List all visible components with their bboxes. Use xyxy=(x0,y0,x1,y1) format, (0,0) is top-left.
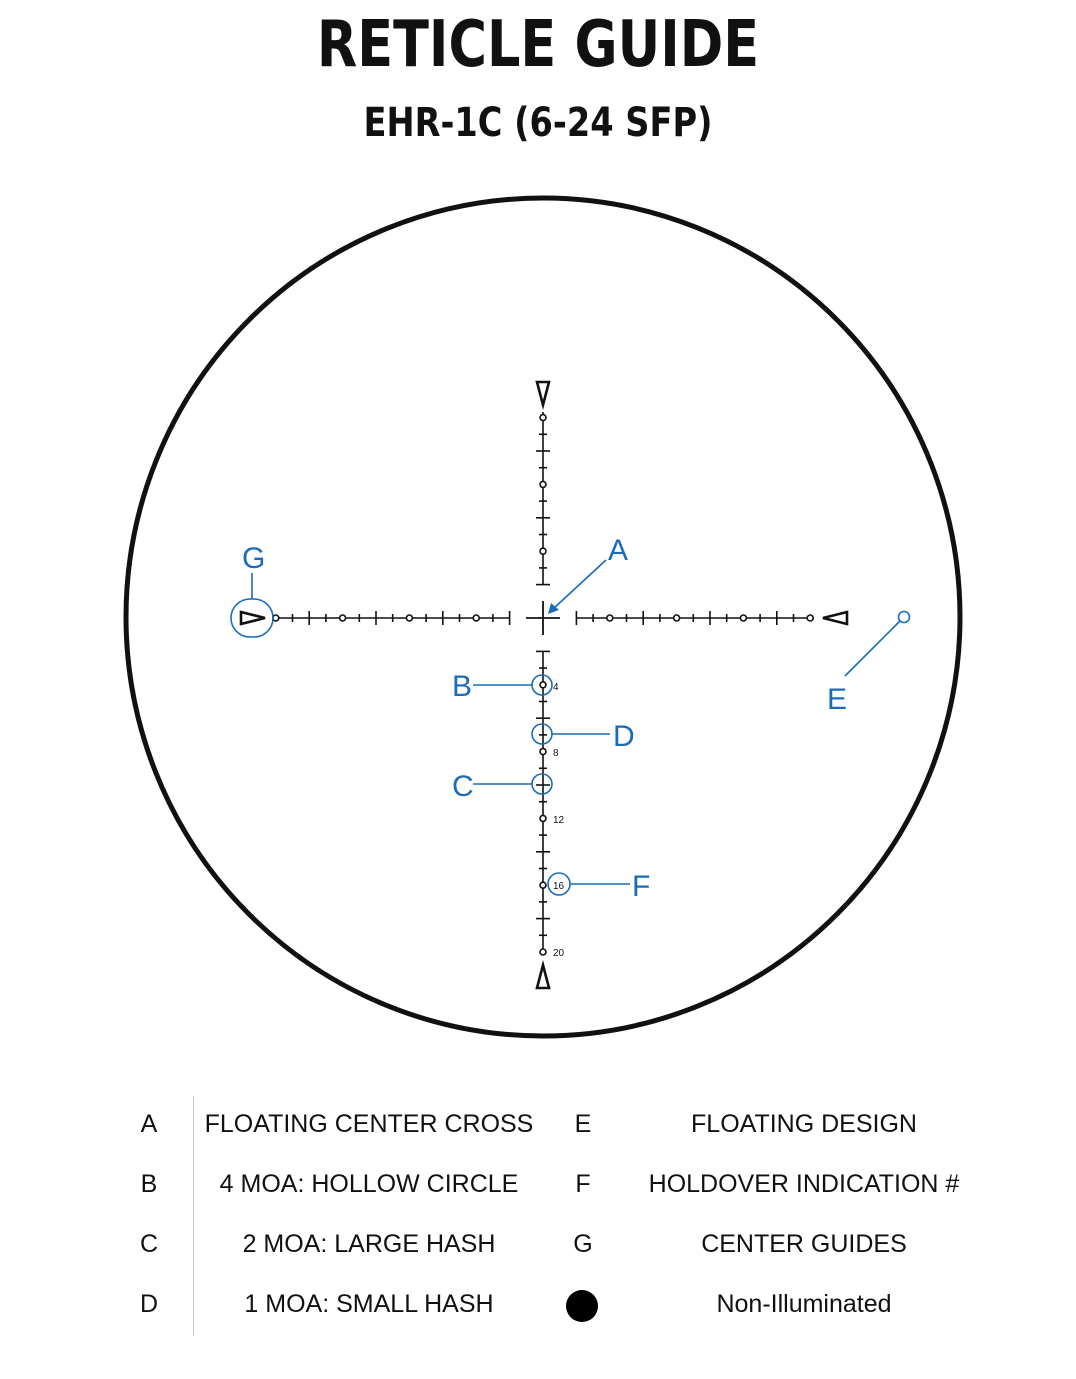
filled-circle-icon xyxy=(566,1290,598,1322)
hollow-circle xyxy=(739,614,748,622)
hollow-circle xyxy=(806,614,815,622)
hollow-circle xyxy=(338,614,347,622)
tick-number-20: 20 xyxy=(553,948,565,959)
legend-key-e: E xyxy=(574,1110,592,1138)
tick-number-16: 16 xyxy=(553,881,565,892)
left-guide-triangle xyxy=(239,610,266,626)
callout-e-floating-dot xyxy=(897,610,911,624)
callout-label-f: F xyxy=(632,870,650,903)
legend-desc-a: FLOATING CENTER CROSS xyxy=(204,1110,534,1138)
callout-label-a: A xyxy=(608,534,628,567)
center-cross xyxy=(526,601,560,635)
callout-label-g: G xyxy=(242,542,265,575)
hollow-circle xyxy=(405,614,414,622)
callout-label-d: D xyxy=(613,720,635,753)
legend-desc-b: 4 MOA: HOLLOW CIRCLE xyxy=(219,1170,519,1198)
scope-circle xyxy=(123,195,963,1039)
legend-desc-e: FLOATING DESIGN xyxy=(691,1110,917,1138)
hollow-circle xyxy=(539,480,547,489)
hollow-circle xyxy=(539,881,547,890)
legend-key-f: F xyxy=(575,1170,591,1198)
legend-key-a: A xyxy=(140,1110,158,1138)
callout-label-b: B xyxy=(452,670,472,703)
legend-key-g: G xyxy=(573,1230,593,1258)
reticle-lines xyxy=(271,412,815,956)
tick-number-8: 8 xyxy=(553,748,559,759)
legend-key-b: B xyxy=(140,1170,158,1198)
tick-number-12: 12 xyxy=(553,815,565,826)
hollow-circle xyxy=(539,547,547,556)
legend-desc-c: 2 MOA: LARGE HASH xyxy=(242,1230,496,1258)
hollow-circle xyxy=(539,814,547,823)
callout-e-leader xyxy=(844,620,901,677)
hollow-circle xyxy=(539,680,547,689)
callout-g-ring xyxy=(230,598,274,638)
callout-a-leader xyxy=(552,559,607,610)
hollow-circle xyxy=(605,614,614,622)
page-subtitle: EHR-1C (6-24 SFP) xyxy=(363,100,713,146)
page-title: RETICLE GUIDE xyxy=(316,8,760,82)
right-guide-triangle xyxy=(822,610,849,626)
hollow-circle xyxy=(672,614,681,622)
hollow-circle xyxy=(539,747,547,756)
callout-a-arrowhead xyxy=(548,603,559,614)
legend-key-c: C xyxy=(139,1230,159,1258)
bottom-guide-triangle xyxy=(535,959,551,990)
callout-c-ring xyxy=(531,773,553,795)
legend-desc-g: CENTER GUIDES xyxy=(701,1230,907,1258)
center-guides xyxy=(239,380,849,990)
callout-label-c: C xyxy=(452,770,474,803)
legend-desc-non-illuminated: Non-Illuminated xyxy=(716,1290,892,1318)
legend-desc-f: HOLDOVER INDICATION # xyxy=(648,1170,960,1198)
hollow-circle xyxy=(472,614,481,622)
hollow-circle xyxy=(539,948,547,956)
top-guide-triangle xyxy=(535,380,551,411)
legend-key-d: D xyxy=(139,1290,159,1318)
callout-d-ring xyxy=(531,723,553,745)
hollow-circle xyxy=(539,413,547,422)
tick-number-4: 4 xyxy=(553,682,559,693)
legend-divider xyxy=(193,1096,194,1336)
callout-label-e: E xyxy=(827,683,847,716)
legend-desc-d: 1 MOA: SMALL HASH xyxy=(244,1290,494,1318)
